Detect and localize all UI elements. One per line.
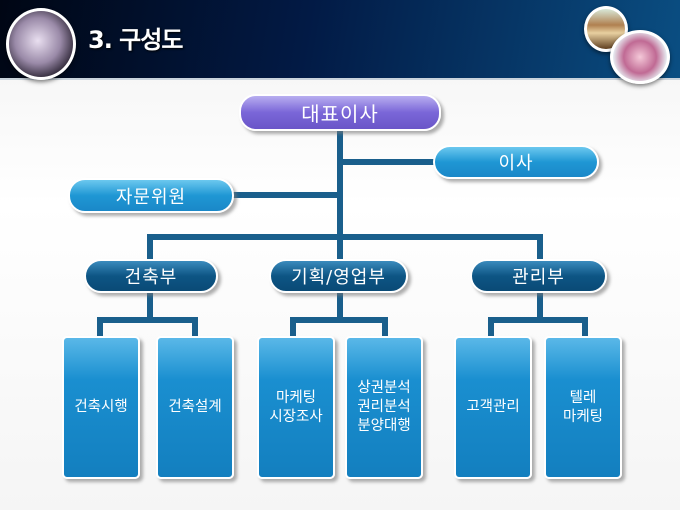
connector (488, 317, 588, 323)
connector (290, 317, 388, 323)
header-photo-handshake (610, 30, 670, 84)
connector (290, 317, 296, 337)
connector (488, 317, 494, 337)
node-dept-construction: 건축부 (84, 259, 218, 293)
connector (337, 128, 343, 238)
node-director: 이사 (433, 145, 599, 179)
slide-header: 3. 구성도 (0, 0, 680, 80)
connector (382, 317, 388, 337)
node-dept-management: 관리부 (470, 259, 607, 293)
node-ceo: 대표이사 (239, 94, 441, 131)
connector (192, 317, 198, 337)
node-advisor: 자문위원 (68, 178, 234, 213)
connector (537, 290, 543, 320)
node-team: 건축시행 (62, 336, 140, 479)
connector (337, 234, 343, 262)
node-team: 건축설계 (156, 336, 234, 479)
slide-title: 3. 구성도 (88, 26, 183, 54)
node-team: 상권분석 권리분석 분양대행 (345, 336, 423, 479)
node-team: 텔레 마케팅 (544, 336, 622, 479)
node-team: 고객관리 (454, 336, 532, 479)
connector (147, 290, 153, 320)
connector (97, 317, 103, 337)
node-team: 마케팅 시장조사 (257, 336, 335, 479)
connector (147, 234, 543, 240)
connector (337, 290, 343, 320)
header-photo-books (584, 6, 628, 52)
node-dept-planning-sales: 기획/영업부 (269, 259, 408, 293)
header-photo-left (6, 8, 76, 80)
connector (340, 159, 435, 165)
connector (582, 317, 588, 337)
connector (230, 192, 340, 198)
connector (97, 317, 198, 323)
connector (537, 234, 543, 262)
connector (147, 234, 153, 262)
